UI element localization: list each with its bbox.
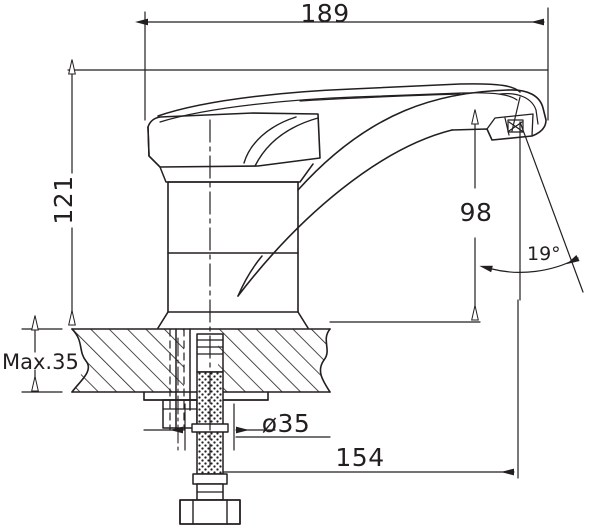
dimension-label-189: 189 bbox=[300, 0, 349, 28]
dimension-189 bbox=[135, 7, 549, 121]
dimension-label-19-degrees: 19° bbox=[527, 243, 561, 265]
dimension-154 bbox=[209, 299, 519, 479]
dimension-19-degrees bbox=[479, 121, 584, 301]
dimension-label-diameter-35: ø35 bbox=[262, 409, 311, 438]
dimension-label-121: 121 bbox=[49, 175, 78, 224]
faucet-body-column bbox=[157, 181, 309, 329]
dimension-121 bbox=[67, 59, 549, 326]
center-line bbox=[177, 119, 211, 471]
hose-hex-nut bbox=[179, 499, 241, 525]
faucet-spout bbox=[237, 89, 547, 297]
dimension-max-35 bbox=[21, 315, 63, 393]
faucet-lever-handle bbox=[147, 83, 521, 183]
dimension-label-154: 154 bbox=[335, 443, 384, 472]
dimension-label-max-35: Max.35 bbox=[2, 350, 79, 374]
dimension-98 bbox=[329, 109, 481, 323]
dimension-label-98: 98 bbox=[460, 198, 493, 227]
